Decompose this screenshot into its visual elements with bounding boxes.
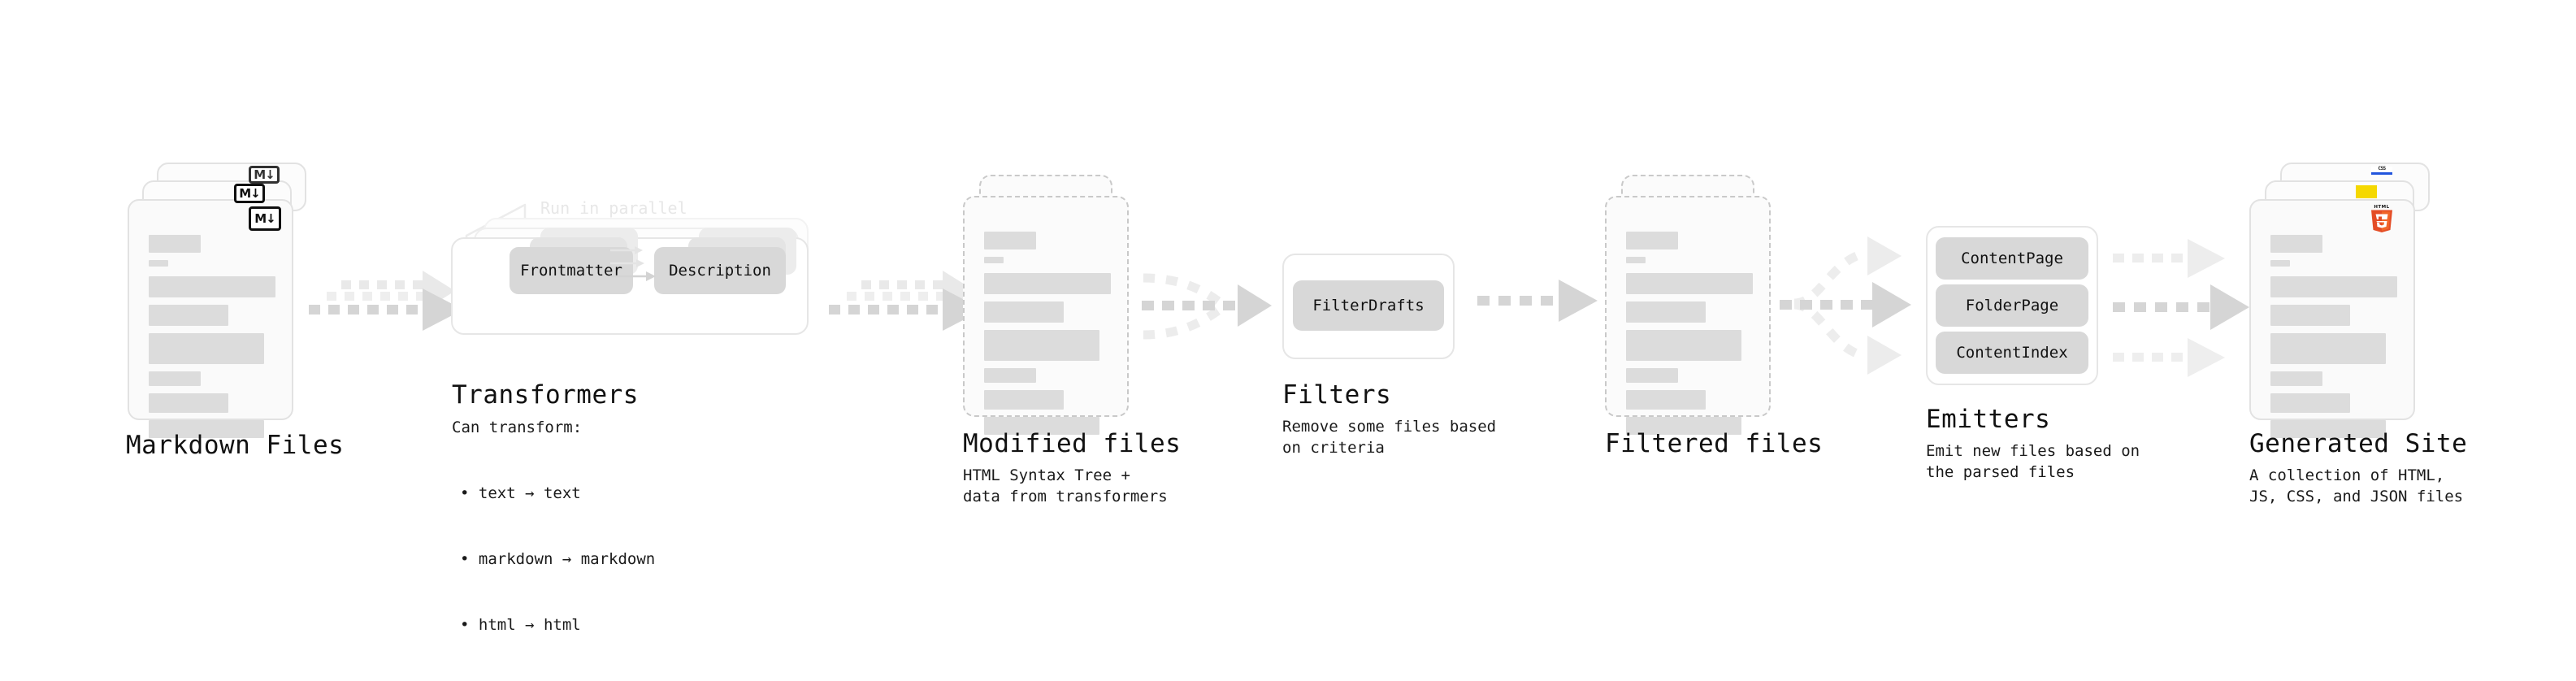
contentindex-pill[interactable]: ContentIndex <box>1936 332 2088 374</box>
connector-modified-to-filters <box>1142 273 1272 340</box>
content-bar <box>149 260 168 267</box>
folderpage-pill[interactable]: FolderPage <box>1936 284 2088 327</box>
markdown-card-content <box>149 235 275 445</box>
content-bar <box>984 232 1036 249</box>
content-bar <box>2270 393 2350 413</box>
markdown-badge-back-2: M↓ <box>249 166 280 184</box>
markdown-files-title: Markdown Files <box>126 431 345 460</box>
filters-title: Filters <box>1282 380 1392 410</box>
content-bar <box>984 417 1099 435</box>
modified-files-subtitle: HTML Syntax Tree + data from transformer… <box>963 466 1168 505</box>
transformers-bullet-item: • html → html <box>460 616 581 634</box>
markdown-badge-back-1: M↓ <box>234 184 265 203</box>
connector-filtered-to-emitters <box>1780 236 1911 375</box>
transformers-subtitle-heading: Can transform: <box>452 419 583 436</box>
content-bar <box>149 393 228 413</box>
content-bar <box>149 333 264 364</box>
content-bar <box>1626 330 1741 361</box>
site-card-front <box>2249 199 2415 438</box>
content-bar <box>1626 301 1706 323</box>
emitters-title: Emitters <box>1926 405 2051 434</box>
transformers-bullet-item: • text → text <box>460 484 581 502</box>
content-bar <box>1626 257 1646 263</box>
transformer-inner-arrows <box>610 246 656 281</box>
markdown-badge-letter: M <box>239 185 251 201</box>
content-bar <box>2270 276 2397 297</box>
modified-card-content <box>984 232 1111 442</box>
filters-subtitle: Remove some files based on criteria <box>1282 418 1497 457</box>
filtered-card-content <box>1626 232 1753 442</box>
generated-site-title: Generated Site <box>2249 429 2468 458</box>
content-bar <box>2270 333 2386 364</box>
content-bar <box>2270 305 2350 326</box>
description-pill[interactable]: Description <box>654 247 786 294</box>
content-bar <box>149 276 275 297</box>
svg-text:HTML: HTML <box>2374 205 2389 210</box>
css-badge: CSS <box>2371 167 2392 176</box>
contentpage-pill[interactable]: ContentPage <box>1936 237 2088 280</box>
content-bar <box>2270 260 2290 267</box>
content-bar <box>984 257 1004 263</box>
content-bar <box>984 301 1064 323</box>
filtered-files-title: Filtered files <box>1605 429 1824 458</box>
markdown-badge-arrow: ↓ <box>250 185 261 201</box>
markdown-badge-arrow: ↓ <box>265 167 275 182</box>
markdown-badge-letter: M <box>254 210 267 226</box>
generated-site-subtitle: A collection of HTML, JS, CSS, and JSON … <box>2249 466 2464 505</box>
content-bar <box>149 235 201 253</box>
content-bar <box>984 368 1036 383</box>
content-bar <box>1626 232 1678 249</box>
content-bar <box>149 420 264 438</box>
content-bar <box>2270 235 2322 253</box>
content-bar <box>984 273 1111 294</box>
content-bar <box>1626 368 1678 383</box>
content-bar <box>1626 417 1741 435</box>
css-badge-label: CSS <box>2378 166 2386 171</box>
markdown-badge-letter: M <box>254 167 266 182</box>
filtered-card-front <box>1605 196 1771 435</box>
content-bar <box>149 371 201 386</box>
site-card-content <box>2270 235 2397 445</box>
connector-transformers-to-modified <box>829 271 983 331</box>
run-in-parallel-label: Run in parallel <box>540 198 687 218</box>
transformers-bullet-item: • markdown → markdown <box>460 550 656 568</box>
content-bar <box>149 305 228 326</box>
markdown-files-stack: M↓ M↓ M↓ <box>128 163 306 438</box>
filterdrafts-pill[interactable]: FilterDrafts <box>1293 280 1444 331</box>
content-bar <box>984 330 1099 361</box>
emitters-subtitle: Emit new files based on the parsed files <box>1926 442 2140 481</box>
transformers-title: Transformers <box>452 380 639 410</box>
content-bar <box>2270 420 2386 438</box>
markdown-badge-arrow: ↓ <box>266 210 276 226</box>
frontmatter-pill[interactable]: Frontmatter <box>510 247 633 294</box>
connector-md-to-transformers <box>309 271 463 331</box>
markdown-badge: M↓ <box>249 206 281 231</box>
content-bar <box>984 390 1064 410</box>
markdown-card-front <box>128 199 293 438</box>
transformers-group: Run in parallel Frontmatter Frontmatter … <box>451 195 825 358</box>
modified-files-title: Modified files <box>963 429 1182 458</box>
content-bar <box>1626 273 1753 294</box>
transformers-bullets: • text → text • markdown → markdown • ht… <box>460 439 655 680</box>
generated-site-stack: CSS HTML <box>2249 163 2436 438</box>
modified-files-stack <box>963 175 1142 435</box>
connector-filters-to-filtered <box>1477 280 1598 322</box>
css-badge-underline <box>2371 172 2392 175</box>
js-badge <box>2356 185 2377 198</box>
connector-emitters-to-site <box>2113 239 2249 377</box>
html5-badge: HTML <box>2371 205 2392 232</box>
modified-card-front <box>963 196 1129 435</box>
content-bar <box>1626 390 1706 410</box>
content-bar <box>2270 371 2322 386</box>
filtered-files-stack <box>1605 175 1784 435</box>
